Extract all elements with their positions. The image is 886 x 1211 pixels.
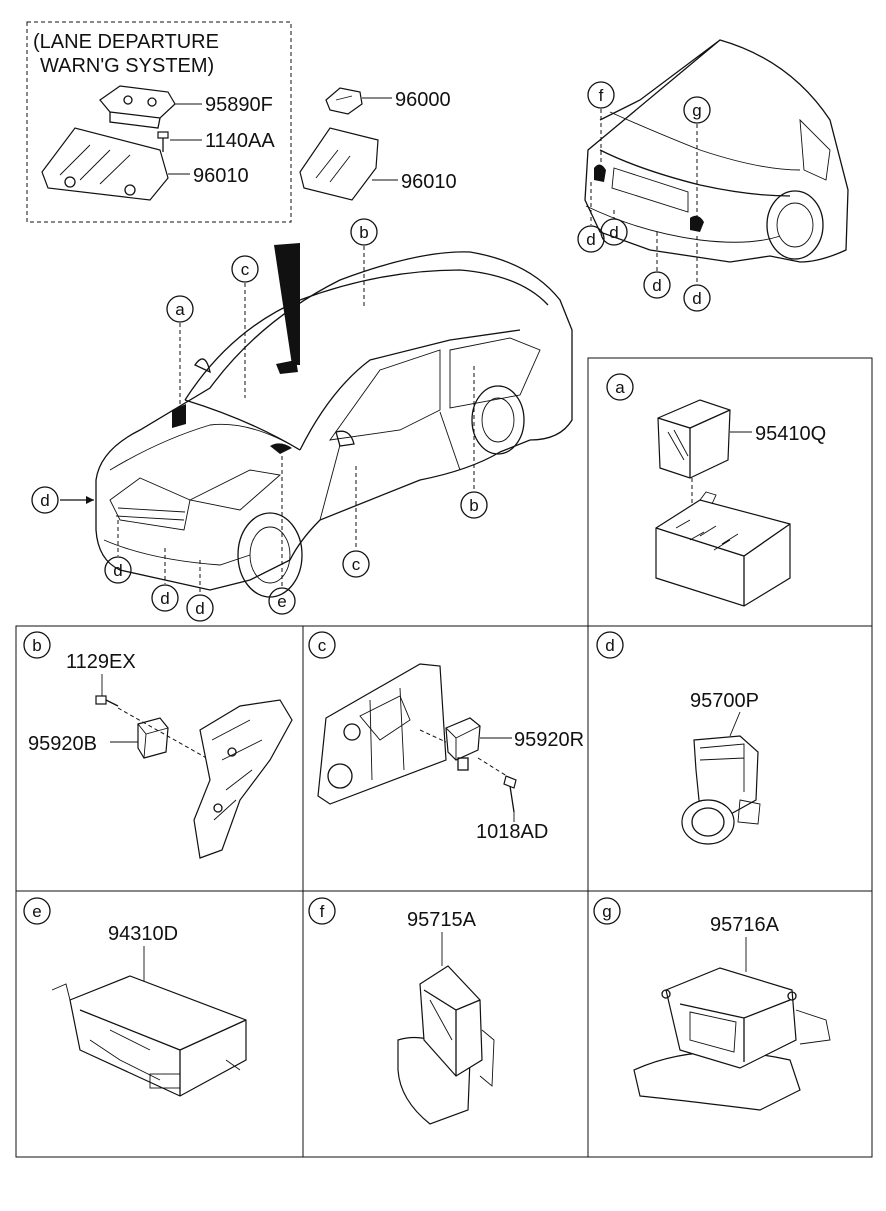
callout-g-rear: g <box>683 96 711 124</box>
part-96010-label: 96010 <box>401 171 457 193</box>
callout-d-front2: d <box>151 584 179 612</box>
svg-text:a: a <box>175 300 185 319</box>
callout-e-main: e <box>268 587 296 615</box>
bolt-1129EX-drawing <box>95 695 119 707</box>
panel-grid-lines <box>15 357 873 1158</box>
svg-text:f: f <box>599 86 604 105</box>
part-95700P-label: 95700P <box>690 690 759 712</box>
part-1018AD-label: 1018AD <box>476 821 548 843</box>
panel-e-letter: e <box>32 902 41 921</box>
panel-g-letter: g <box>602 902 611 921</box>
panel-b-letter: b <box>32 636 41 655</box>
panel-c-letter: c <box>318 636 327 655</box>
callout-d-left: d <box>31 486 59 514</box>
callout-d-front1: d <box>104 556 132 584</box>
rear-callout-leaders <box>590 109 698 284</box>
callout-d-rear1: d <box>577 225 605 253</box>
callout-c-side: c <box>342 550 370 578</box>
screw-1140AA-drawing <box>157 131 169 152</box>
callout-b-top: b <box>350 218 378 246</box>
radar-95716A-drawing <box>633 967 831 1111</box>
part-96010-inset-label: 96010 <box>193 165 249 187</box>
panel-d: d 95700P <box>596 631 761 845</box>
svg-text:d: d <box>195 599 204 618</box>
part-95716A-label: 95716A <box>710 914 780 936</box>
junction-box-drawing <box>655 491 791 607</box>
part-1129EX-label: 1129EX <box>66 651 136 673</box>
callout-a-main: a <box>166 295 194 323</box>
car-rear-view-drawing <box>584 39 849 263</box>
callout-d-rear2: d <box>600 218 628 246</box>
ecu-94310D-drawing <box>51 975 247 1097</box>
callout-b-side: b <box>460 491 488 519</box>
panel-a-letter: a <box>615 378 625 397</box>
bracket-96010-drawing <box>41 127 169 201</box>
panel-f: f 95715A <box>308 897 495 1125</box>
part-95920R-label: 95920R <box>514 729 584 751</box>
car-callout-leaders <box>60 246 475 594</box>
parking-sensor-95700P-drawing <box>681 735 761 845</box>
svg-text:d: d <box>40 491 49 510</box>
callout-f-rear: f <box>587 81 615 109</box>
panel-e: e 94310D <box>23 897 247 1097</box>
svg-text:b: b <box>469 496 478 515</box>
svg-text:d: d <box>160 589 169 608</box>
svg-text:e: e <box>277 592 286 611</box>
callout-d-rear3: d <box>643 271 671 299</box>
svg-text:d: d <box>609 223 618 242</box>
part-95715A-label: 95715A <box>407 909 477 931</box>
callout-d-rear4: d <box>683 284 711 312</box>
part-95890F-label: 95890F <box>205 94 273 116</box>
part-95920B-label: 95920B <box>28 733 97 755</box>
pillar-bracket-drawing <box>193 699 293 859</box>
svg-text:d: d <box>113 561 122 580</box>
camera-unit-drawing <box>99 85 176 129</box>
part-94310D-label: 94310D <box>108 923 178 945</box>
radar-95715A-drawing <box>397 965 495 1125</box>
panel-g: g 95716A <box>593 897 831 1111</box>
svg-text:d: d <box>652 276 661 295</box>
svg-text:c: c <box>352 555 361 574</box>
sensor-95920R-drawing <box>445 717 481 771</box>
panel-a: a 95410Q <box>606 373 826 607</box>
sensor-95920B-drawing <box>137 717 169 759</box>
panel-d-letter: d <box>605 636 614 655</box>
module-95410Q-drawing <box>657 399 731 479</box>
cover-96010-drawing <box>299 127 379 201</box>
inset-title-line2: WARN'G SYSTEM) <box>40 55 214 77</box>
screw-1018AD-drawing <box>503 775 517 813</box>
inset-title-line1: (LANE DEPARTURE <box>33 31 219 53</box>
lane-departure-inset-box <box>26 21 292 223</box>
panel-f-letter: f <box>320 902 325 921</box>
panel-b: b 1129EX 95920B <box>23 631 293 859</box>
rain-sensor-96000-drawing <box>325 87 363 115</box>
svg-text:g: g <box>692 101 701 120</box>
panel-c: c 95920R 1018AD <box>308 631 584 843</box>
door-module-drawing <box>317 663 447 805</box>
callout-d-front3: d <box>186 594 214 622</box>
part-95410Q-label: 95410Q <box>755 423 826 445</box>
svg-text:d: d <box>692 289 701 308</box>
svg-text:d: d <box>586 230 595 249</box>
car-front-view-drawing <box>95 243 573 598</box>
part-96000-label: 96000 <box>395 89 451 111</box>
part-1140AA-label: 1140AA <box>205 130 275 152</box>
svg-text:c: c <box>241 260 250 279</box>
callout-c-top: c <box>231 255 259 283</box>
svg-text:b: b <box>359 223 368 242</box>
